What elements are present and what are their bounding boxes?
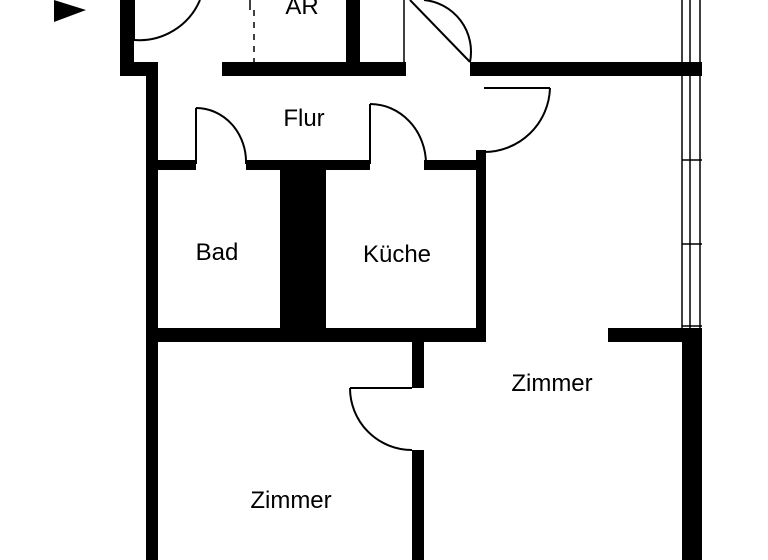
walls bbox=[120, 0, 702, 560]
door-flur-top bbox=[409, 0, 473, 63]
wall-left-upper bbox=[120, 0, 134, 76]
wall-flur-bottom-left bbox=[146, 160, 196, 170]
room-label-ar: AR bbox=[285, 0, 318, 20]
entrance-arrow-icon bbox=[54, 0, 86, 22]
wall-bad-kueche-bottom bbox=[146, 328, 486, 342]
wall-ar-divider bbox=[346, 0, 360, 76]
wall-kueche-right bbox=[476, 150, 486, 340]
door-kueche bbox=[369, 103, 427, 165]
room-label-zimmer-left: Zimmer bbox=[250, 487, 331, 514]
entrance-door bbox=[133, 0, 201, 42]
door-bad bbox=[195, 107, 248, 165]
wall-flur-bottom-right bbox=[424, 160, 484, 170]
room-label-bad: Bad bbox=[196, 239, 239, 266]
wall-top-right bbox=[470, 62, 702, 76]
room-label-flur: Flur bbox=[283, 105, 324, 132]
window-right bbox=[681, 0, 702, 330]
room-label-kueche: Küche bbox=[363, 241, 431, 268]
wall-zimmer-divider-lower bbox=[412, 450, 424, 560]
door-flur-zimmer bbox=[483, 87, 551, 153]
wall-right-main bbox=[682, 328, 702, 560]
wall-top-ar bbox=[222, 62, 406, 76]
wall-zimmer-divider-upper bbox=[412, 340, 424, 388]
room-label-zimmer-right: Zimmer bbox=[511, 370, 592, 397]
door-zimmer-divider bbox=[349, 387, 413, 451]
wall-left-main bbox=[146, 62, 158, 560]
wall-chimney bbox=[280, 160, 326, 340]
wall-right-stub bbox=[608, 328, 702, 342]
